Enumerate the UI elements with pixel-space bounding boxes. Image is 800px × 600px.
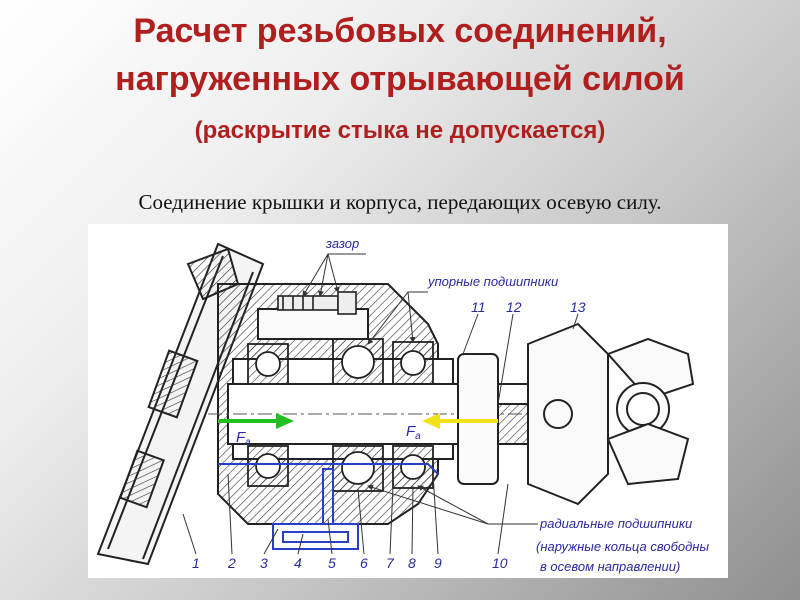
label-radial-note-line1: (наружные кольца свободны bbox=[536, 539, 709, 554]
label-gap: зазор bbox=[325, 236, 359, 251]
force-label-left: Fa bbox=[236, 429, 251, 448]
part-number-8: 8 bbox=[408, 555, 416, 571]
leader-lines bbox=[302, 253, 579, 525]
slide-subtitle: Соединение крышки и корпуса, передающих … bbox=[138, 190, 662, 214]
slide-title-line1: Расчет резьбовых соединений, bbox=[133, 12, 667, 50]
force-arrow-left bbox=[218, 413, 294, 429]
part-number-11: 11 bbox=[471, 299, 486, 315]
label-radial-note-line2: в осевом направлении) bbox=[540, 559, 680, 574]
part-number-leaders bbox=[182, 473, 509, 555]
force-arrow-right bbox=[422, 413, 498, 429]
part-number-9: 9 bbox=[434, 555, 442, 571]
part-number-2: 2 bbox=[227, 555, 236, 571]
part-number-4: 4 bbox=[294, 555, 302, 571]
top-bolts bbox=[277, 291, 357, 315]
highlight-path bbox=[218, 463, 439, 550]
part-number-5: 5 bbox=[328, 555, 336, 571]
label-radial-bearings: радиальные подшипники bbox=[539, 516, 692, 531]
part-number-6: 6 bbox=[360, 555, 368, 571]
part-number-1: 1 bbox=[192, 555, 200, 571]
bearings-bottom bbox=[247, 445, 434, 492]
bearings-top bbox=[247, 338, 434, 385]
part-number-7: 7 bbox=[386, 555, 395, 571]
force-label-right: Fa bbox=[406, 423, 421, 442]
part-number-3: 3 bbox=[260, 555, 268, 571]
part-number-10: 10 bbox=[492, 555, 508, 571]
part-number-13: 13 bbox=[570, 299, 586, 315]
technical-drawing: Fa Fa зазор упорные подшипники радиальны… bbox=[88, 224, 728, 578]
slide-title-line2: нагруженных отрывающей силой bbox=[115, 60, 685, 98]
label-thrust-bearings: упорные подшипники bbox=[427, 274, 558, 289]
part-number-12: 12 bbox=[506, 299, 522, 315]
part-numbers: 11 12 13 1 2 3 4 5 6 7 8 9 10 bbox=[192, 299, 586, 571]
yoke-assembly bbox=[457, 322, 695, 506]
slide-title-line3: (раскрытие стыка не допускается) bbox=[194, 117, 606, 144]
